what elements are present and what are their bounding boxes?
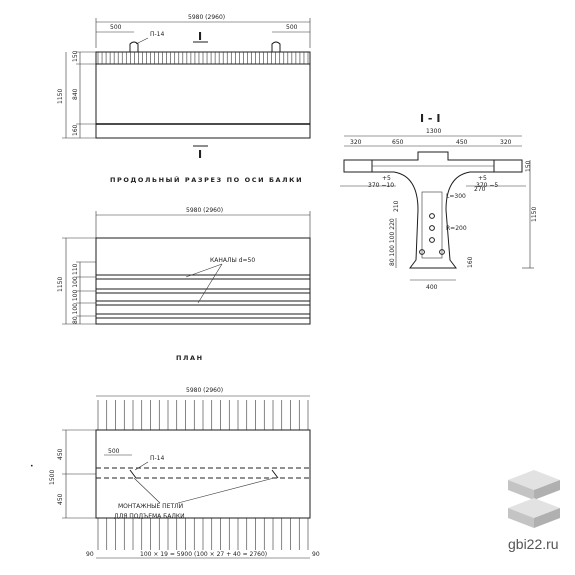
plan-note-line1: МОНТАЖНЫЕ ПЕТЛИ: [118, 503, 183, 510]
longitudinal-section-title: ПРОДОЛЬНЫЙ РАЗРЕЗ ПО ОСИ БАЛКИ: [110, 175, 303, 184]
plan-rebar-bottom: [97, 518, 309, 550]
cross-radius: R=200: [446, 225, 467, 232]
longitudinal-dim-top: 110: [72, 263, 79, 275]
cross-height-total: 1150: [531, 207, 538, 222]
elevation-dim-top: 150: [72, 50, 79, 62]
cross-section-label: I - I: [420, 112, 440, 125]
longitudinal-length: 5980 (2960): [186, 207, 223, 214]
arrow-mark: •: [30, 463, 34, 470]
cross-web-w2: 270: [474, 186, 486, 193]
elevation-view: 5980 (2960) 500 500 I П-14 1150 150 840 …: [57, 14, 311, 161]
plan-offset: 500: [108, 448, 120, 455]
longitudinal-channels-label: КАНАЛЫ d=50: [210, 257, 255, 264]
cross-rows-left: 80 100 100 220: [389, 218, 396, 266]
plan-end-left: 90: [86, 551, 94, 558]
stacked-slabs-icon: [508, 470, 560, 528]
elevation-height-total: 1150: [57, 89, 64, 104]
plan-end-right: 90: [312, 551, 320, 558]
cross-flange-right: 320: [500, 139, 512, 146]
cross-web-side: 160: [467, 256, 474, 268]
longitudinal-height-total: 1150: [57, 277, 64, 292]
cross-half-right: 450: [456, 139, 468, 146]
elevation-dim-mid: 840: [72, 88, 79, 100]
elevation-dim-bot: 160: [72, 124, 79, 136]
cross-tol-left-a: +5: [382, 175, 391, 182]
elevation-offset-left: 500: [110, 24, 122, 31]
elevation-loop-label: П-14: [150, 31, 164, 38]
elevation-length: 5980 (2960): [188, 14, 225, 21]
plan-width-total: 1500: [49, 470, 56, 485]
cross-web-w: L=300: [446, 193, 466, 200]
cross-half-left: 650: [392, 139, 404, 146]
longitudinal-section-view: ПРОДОЛЬНЫЙ РАЗРЕЗ ПО ОСИ БАЛКИ 5980 (296…: [57, 175, 311, 325]
plan-length: 5980 (2960): [186, 387, 223, 394]
cross-tol-left-b: 370 −10: [368, 182, 394, 189]
cross-flange-left: 320: [350, 139, 362, 146]
plan-loop-label: П-14: [150, 455, 164, 462]
plan-view: ПЛАН 5980 (2960) 500 П-14 МОНТАЖНЫЕ ПЕТЛ…: [30, 354, 320, 559]
elevation-section-mark-top: I: [198, 30, 202, 43]
plan-note-line2: ДЛЯ ПОДЪЕМА БАЛКИ: [114, 513, 185, 520]
cross-section-view: I - I 1300 320 650 450 320 +5 370 −10 +5…: [340, 112, 538, 291]
elevation-offset-right: 500: [286, 24, 298, 31]
cross-tol-right-a: +5: [478, 175, 487, 182]
longitudinal-dim-rows: 80 100 100 100: [72, 276, 79, 324]
cross-width: 1300: [426, 128, 441, 135]
plan-title: ПЛАН: [176, 354, 204, 362]
plan-half-bottom: 450: [57, 493, 64, 505]
cross-base-w: 400: [426, 284, 438, 291]
elevation-section-mark-bottom: I: [198, 148, 202, 161]
elevation-rebar-comb: [97, 52, 309, 64]
cross-tol-right-b: 370 −5: [476, 182, 498, 189]
plan-rebar-top: [97, 400, 309, 430]
cross-dim-210: 210: [393, 200, 400, 212]
plan-bottom-dim: 100 × 19 = 5900 (100 × 27 + 40 = 2760): [140, 551, 267, 558]
plan-half-top: 450: [57, 448, 64, 460]
site-watermark[interactable]: gbi22.ru: [508, 536, 559, 552]
cross-flange-h: 150: [525, 160, 532, 172]
